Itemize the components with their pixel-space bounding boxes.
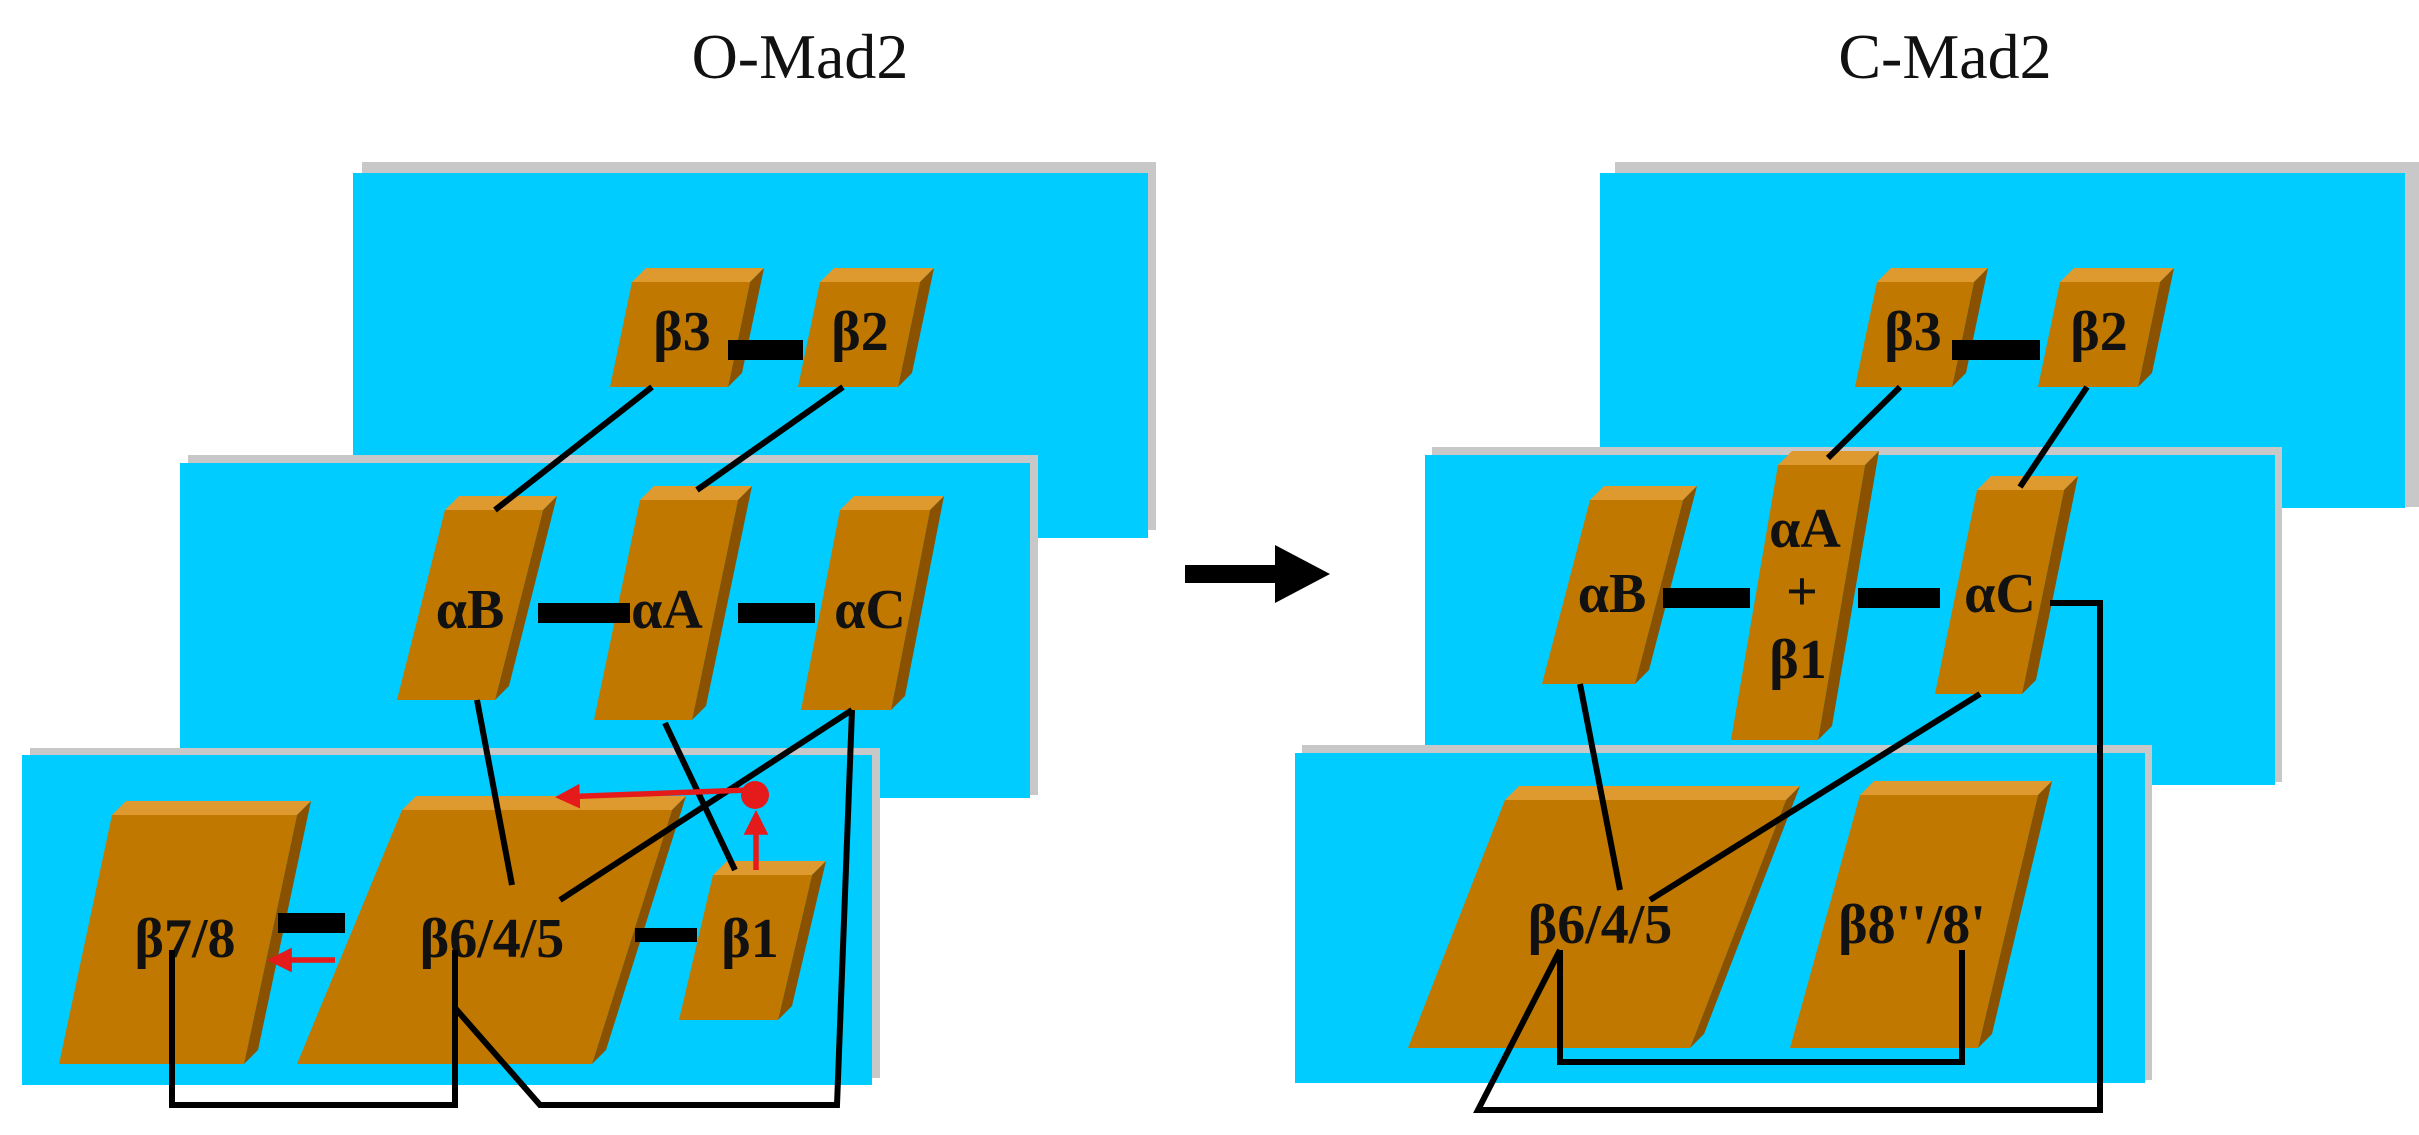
o-label-beta2: β2 <box>831 301 889 363</box>
c-block-beta645: β6/4/5 <box>1408 786 1800 1048</box>
c-label-beta3: β3 <box>1884 301 1942 363</box>
c-label-beta645: β6/4/5 <box>1528 894 1673 956</box>
c-link-b3-aA <box>1825 384 1903 461</box>
right-arrow-icon <box>1185 545 1330 603</box>
c-block-beta2: β2 <box>2038 268 2174 387</box>
c-block-beta88: β8''/8' <box>1790 781 2052 1048</box>
c-label-beta1: β1 <box>1769 629 1827 691</box>
c-mad2-blocks: β3 β2 αB αA + β1 αC <box>1408 268 2174 1048</box>
title-c-mad2: C-Mad2 <box>1838 21 2051 92</box>
o-label-beta78: β7/8 <box>134 908 235 970</box>
o-mad2-blocks: β3 β2 αB αA αC <box>59 268 944 1064</box>
o-loop-b645-aC <box>452 709 855 1108</box>
c-label-plus: + <box>1786 561 1818 623</box>
o-block-alphaB: αB <box>397 496 557 700</box>
o-label-alphaA: αA <box>631 579 703 641</box>
o-link-aC-b645 <box>558 707 854 903</box>
c-label-beta88: β8''/8' <box>1838 894 1986 956</box>
title-o-mad2: O-Mad2 <box>692 21 909 92</box>
o-link-b2-aA <box>695 384 845 493</box>
o-label-alphaC: αC <box>834 579 906 641</box>
o-block-alphaA: αA <box>594 486 752 720</box>
o-label-alphaB: αB <box>436 579 505 641</box>
o-label-beta645: β6/4/5 <box>420 908 565 970</box>
c-loop-b645-aC <box>1473 600 2103 1113</box>
o-red-pivot-dot <box>741 781 769 809</box>
o-label-beta1: β1 <box>721 908 779 970</box>
c-block-alphaC: αC <box>1935 476 2078 694</box>
o-link-b3-aB <box>493 384 654 513</box>
c-link-aB-b645 <box>1577 683 1623 891</box>
c-mad2-connectors <box>1473 340 2103 1113</box>
o-block-beta78: β7/8 <box>59 801 311 1064</box>
c-block-beta3: β3 <box>1855 268 1988 387</box>
o-mad2-connectors <box>169 340 855 1108</box>
o-mad2-red-arrows <box>267 781 769 973</box>
c-link-aC-b645 <box>1648 691 1982 903</box>
c-loop-b645-b88 <box>1557 950 1965 1065</box>
c-label-beta2: β2 <box>2070 301 2128 363</box>
c-label-alphaB: αB <box>1578 563 1647 625</box>
o-loop-b78-b645 <box>169 950 458 1108</box>
o-block-alphaC: αC <box>801 496 944 710</box>
c-link-b2-aC <box>2017 385 2090 489</box>
o-link-aA-b1 <box>662 721 738 872</box>
c-label-alphaC: αC <box>1964 563 2036 625</box>
c-block-alphaB: αB <box>1542 486 1697 684</box>
o-block-beta2: β2 <box>798 268 934 387</box>
o-label-beta3: β3 <box>653 301 711 363</box>
o-red-arrow-to-b645 <box>555 783 749 809</box>
o-block-beta1: β1 <box>679 861 826 1020</box>
o-block-beta3: β3 <box>610 268 764 387</box>
c-label-alphaA: αA <box>1769 498 1841 560</box>
o-link-aB-b645 <box>474 699 515 886</box>
